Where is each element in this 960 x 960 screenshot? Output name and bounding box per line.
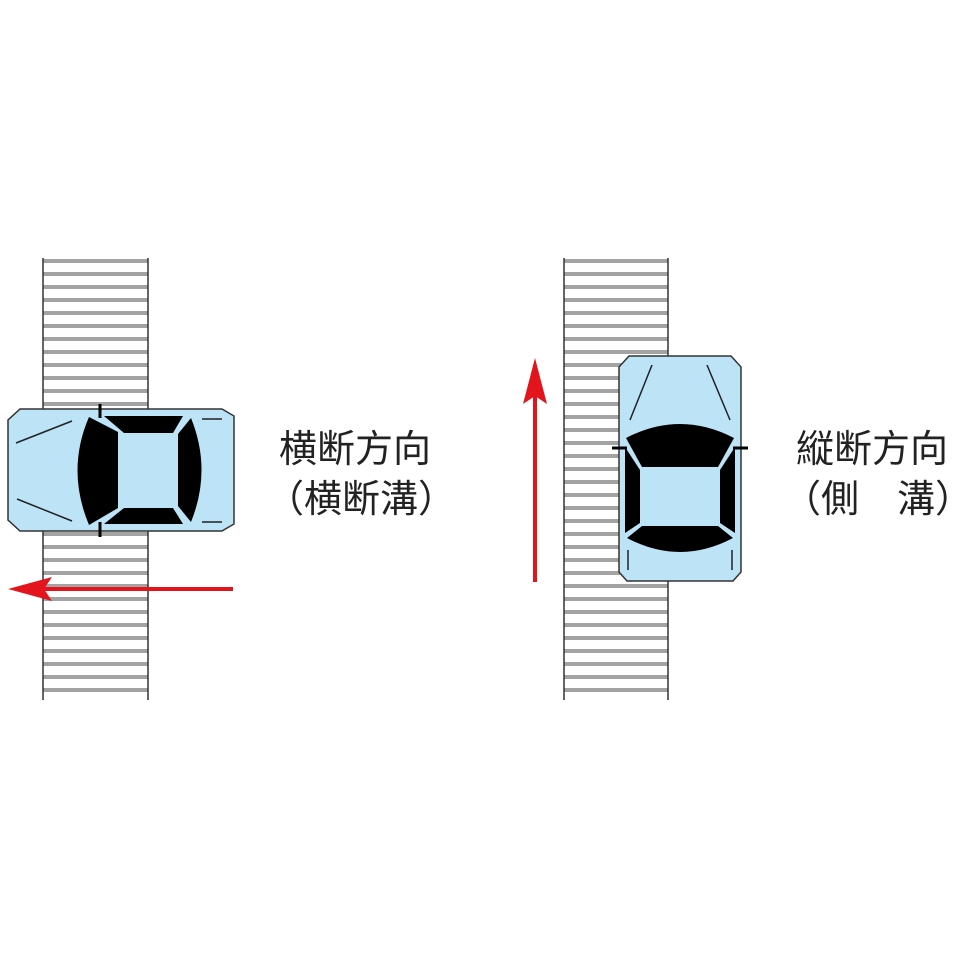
- car-top-view-horizontal: [7, 404, 235, 537]
- label-side-ditch: （側 溝）: [783, 477, 960, 521]
- label-transverse-drain: （横断溝）: [266, 477, 456, 521]
- label-transverse-direction: 横断方向: [279, 427, 431, 471]
- label-longitudinal-direction: 縦断方向: [796, 427, 948, 471]
- flow-arrow-left: [8, 577, 233, 601]
- flow-arrow-up: [523, 358, 547, 582]
- car-top-view-vertical: [612, 355, 748, 582]
